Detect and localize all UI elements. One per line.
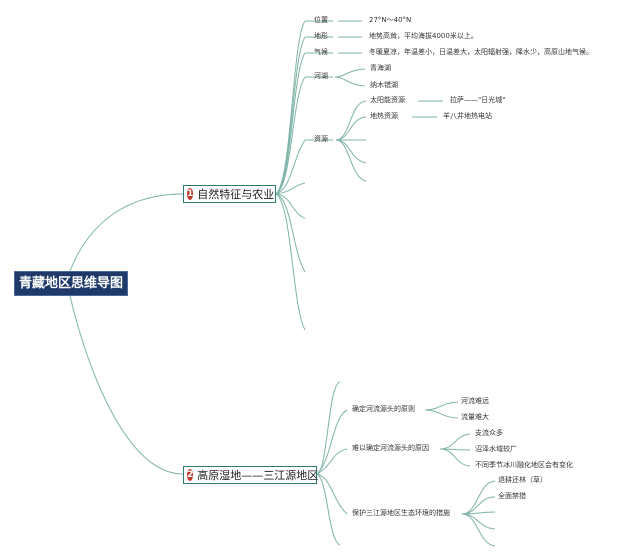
branch-number-badge: 1 <box>187 188 194 200</box>
topic-source-principle[interactable]: 确定河流源头的原则 <box>352 405 415 413</box>
principle-item: 河流难远 <box>461 397 489 405</box>
difficulty-item: 不同季节冰川融化地区会有变化 <box>475 461 573 469</box>
topic-lakes[interactable]: 河湖 <box>314 72 328 80</box>
topic-terrain[interactable]: 地形 <box>314 32 328 40</box>
topic-source-difficulty[interactable]: 难以确定河流源头的原因 <box>352 444 429 452</box>
topic-climate-value: 冬暖夏凉，年温差小，日温差大，太阳辐射强，降水少，高原山地气候。 <box>369 48 593 56</box>
principle-item: 流量难大 <box>461 413 489 421</box>
topic-resources[interactable]: 资源 <box>314 135 328 143</box>
root-label: 青藏地区思维导图 <box>18 276 123 291</box>
root-node[interactable]: 青藏地区思维导图 <box>14 271 128 296</box>
lake-item: 纳木错湖 <box>370 81 398 89</box>
branch-number-badge: 2 <box>187 469 194 481</box>
branch-label: 高原湿地——三江源地区 <box>197 468 319 482</box>
resource-solar-value: 拉萨——"日光城" <box>450 96 506 104</box>
topic-location-value: 27°N～40°N <box>369 16 412 24</box>
topic-climate[interactable]: 气候 <box>314 48 328 56</box>
topic-location[interactable]: 位置 <box>314 16 328 24</box>
protection-item: 全面禁猎 <box>498 492 526 500</box>
topic-protection-measures[interactable]: 保护三江源地区生态环境的措施 <box>352 509 450 517</box>
protection-item: 退耕还林（草） <box>498 476 547 484</box>
difficulty-item: 支流众多 <box>475 429 503 437</box>
topic-terrain-value: 地势高耸，平均海拔4000米以上。 <box>369 32 478 40</box>
branch-node-wetland[interactable]: 2 高原湿地——三江源地区 <box>183 466 319 484</box>
lake-item: 青海湖 <box>370 64 391 72</box>
difficulty-item: 沼泽水域较广 <box>475 445 517 453</box>
branch-node-natural-features[interactable]: 1 自然特征与农业 <box>183 185 276 203</box>
branch-label: 自然特征与农业 <box>197 187 275 201</box>
resource-solar: 太阳能资源 <box>370 96 405 104</box>
resource-geothermal: 地热资源 <box>370 112 398 120</box>
resource-geothermal-value: 羊八井地热电站 <box>443 112 492 120</box>
